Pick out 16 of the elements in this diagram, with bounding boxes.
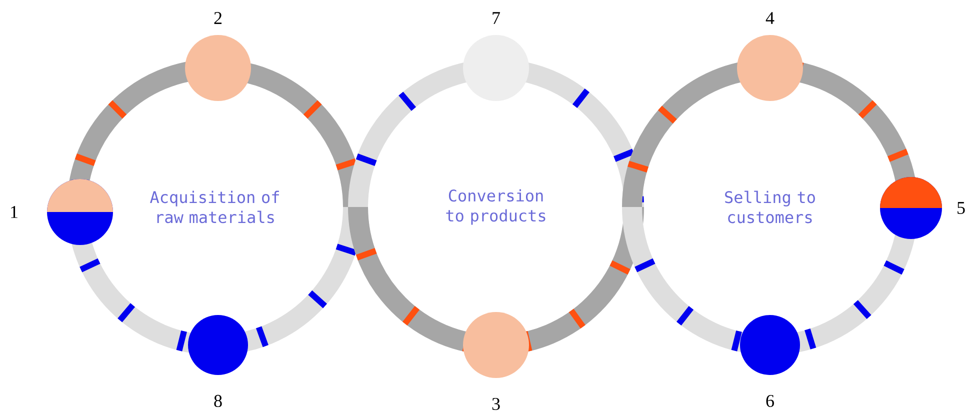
number-label: 7 [492, 12, 500, 24]
circle-marker [47, 179, 113, 245]
circle-marker [185, 35, 252, 101]
circle-marker [880, 177, 942, 239]
number-label: 3 [492, 398, 500, 410]
circle-marker [463, 35, 529, 101]
number-label: 2 [214, 12, 222, 24]
circle-marker [463, 312, 529, 378]
circle-marker [737, 35, 803, 101]
number-label: 6 [766, 394, 774, 408]
number-label: 5 [958, 202, 965, 214]
number-label: 1 [11, 206, 18, 218]
number-label: 8 [214, 394, 222, 408]
circle-marker [188, 315, 248, 375]
number-label: 4 [766, 12, 774, 24]
circle-marker [740, 315, 800, 375]
